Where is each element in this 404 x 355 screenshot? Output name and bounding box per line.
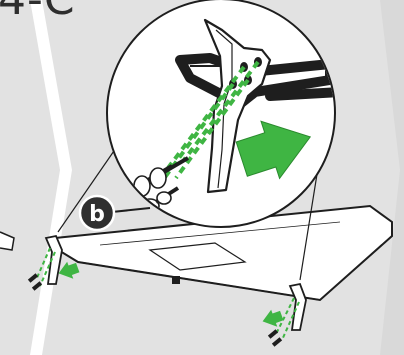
callout-letter: b [89, 202, 105, 227]
step-label: 4-C [0, 0, 76, 22]
